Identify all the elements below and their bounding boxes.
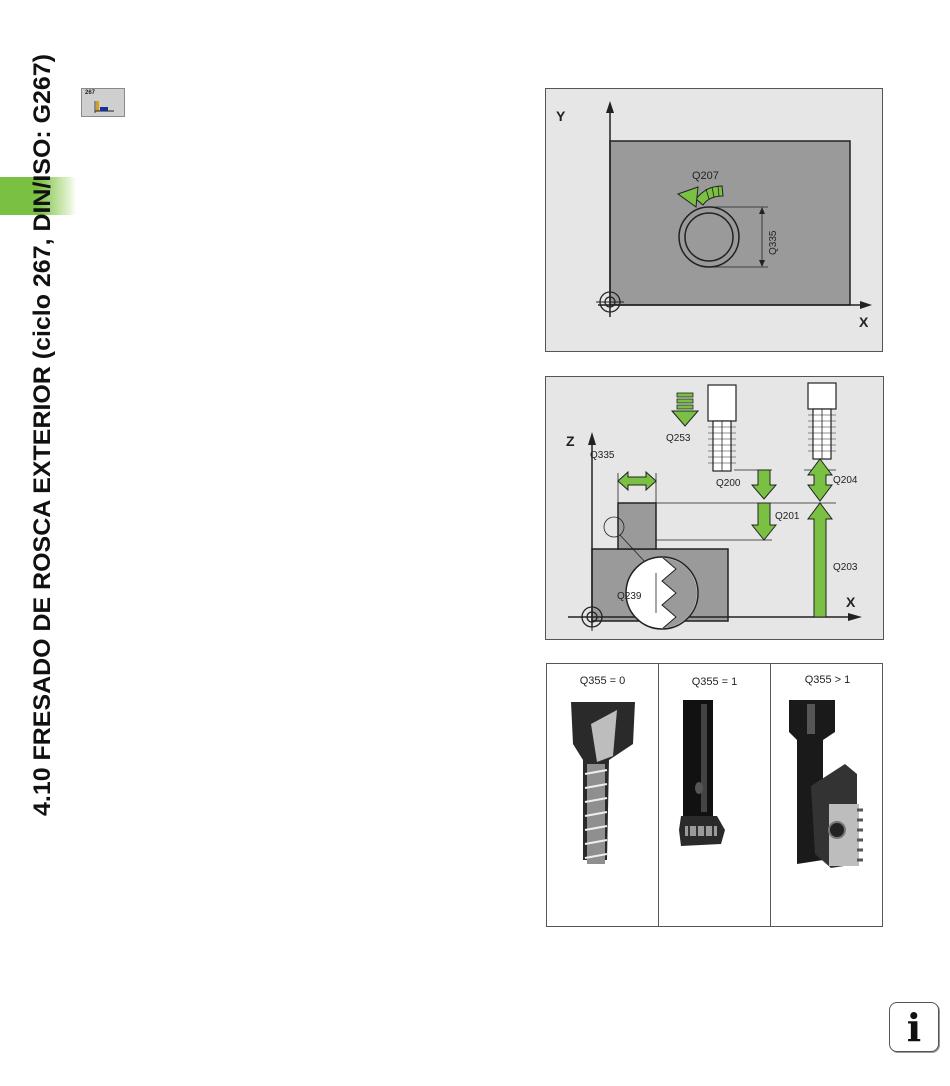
x-axis-label-side: X (846, 594, 856, 610)
info-button[interactable]: i (889, 1002, 939, 1052)
single-thread-mill-image (659, 664, 771, 926)
q204-double-arrow (808, 459, 832, 501)
info-icon: i (890, 1005, 938, 1050)
figure-tool-types: Q355 = 0 Q355 = 1 Q355 > 1 (546, 663, 883, 927)
tool-column-q355-gt1: Q355 > 1 (771, 664, 884, 926)
tool-column-q355-0: Q355 = 0 (547, 664, 659, 926)
y-axis-arrow (606, 101, 614, 113)
figure-top-view: Y X Q207 Q335 (545, 88, 883, 352)
q253-label: Q253 (666, 433, 691, 444)
q335-label-side: Q335 (590, 450, 615, 461)
z-axis-arrow (588, 432, 596, 445)
indexable-thread-mill-image (771, 664, 884, 926)
x-axis-arrow (860, 301, 872, 309)
q200-arrow (752, 470, 776, 499)
z-axis-label: Z (566, 433, 575, 449)
q207-label: Q207 (692, 170, 719, 182)
q201-arrow (752, 503, 776, 540)
chapter-tab-highlight (0, 177, 76, 215)
cycle-267-icon (82, 89, 126, 118)
q201-label: Q201 (775, 511, 800, 522)
section-title: 4.10 FRESADO DE ROSCA EXTERIOR (ciclo 26… (29, 54, 56, 816)
q239-label: Q239 (617, 591, 642, 602)
x-axis-arrow-side (848, 613, 862, 621)
tool-column-q355-1: Q355 = 1 (659, 664, 771, 926)
y-axis-label: Y (556, 108, 566, 124)
thread-inner-circle (685, 213, 733, 261)
q253-arrow (672, 393, 698, 426)
q335-double-arrow (618, 472, 656, 490)
q200-label: Q200 (716, 478, 741, 489)
thread-tool-right (808, 383, 836, 459)
q335-label-top: Q335 (768, 230, 779, 255)
x-axis-label: X (859, 314, 869, 330)
thread-tool-left (708, 385, 736, 471)
figure-side-view: Q335 Z X Q253 Q200 Q201 Q204 Q203 Q239 (545, 376, 884, 640)
q203-arrow (808, 503, 832, 617)
q203-label: Q203 (833, 562, 858, 573)
q204-label: Q204 (833, 475, 858, 486)
cycle-267-softkey[interactable]: 267 (81, 88, 125, 117)
thread-tap-image (547, 664, 659, 926)
